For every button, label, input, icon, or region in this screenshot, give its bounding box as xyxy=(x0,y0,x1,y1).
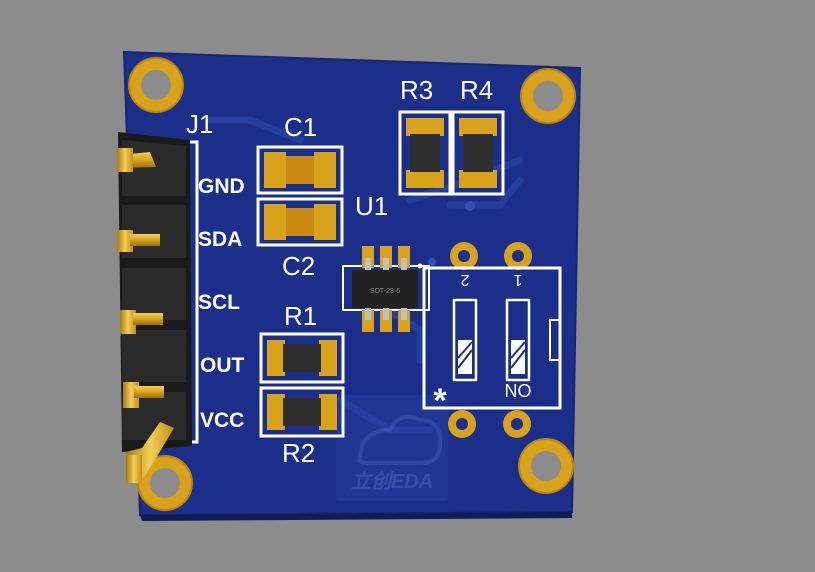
resistor-r1 xyxy=(259,332,345,384)
dip-on-label: NO xyxy=(505,381,532,401)
dip-marker: * xyxy=(433,382,447,420)
label-c1: C1 xyxy=(284,112,317,142)
label-r4: R4 xyxy=(460,75,493,105)
capacitor-c2 xyxy=(256,197,344,247)
connector-j1 xyxy=(117,132,199,483)
ic-u1: SOT-23-6 xyxy=(342,246,430,332)
resistor-r4 xyxy=(451,110,505,196)
header-pin-vcc xyxy=(126,422,174,483)
label-c2: C2 xyxy=(282,251,315,281)
pcb-board-edge xyxy=(140,512,572,521)
label-j1: J1 xyxy=(186,109,213,139)
label-r1: R1 xyxy=(284,301,317,331)
resistor-r3 xyxy=(398,110,452,196)
header-pin-sda xyxy=(117,230,160,252)
pin-label-gnd: GND xyxy=(198,175,245,198)
resistor-r2 xyxy=(259,386,345,438)
mounting-hole-top-left xyxy=(128,57,184,113)
pin-label-out: OUT xyxy=(200,354,245,377)
watermark-text: 立创EDA xyxy=(351,470,433,493)
pin-label-scl: SCL xyxy=(198,291,240,314)
dip-switch-2 xyxy=(452,298,478,382)
dip-switch-1 xyxy=(505,298,531,382)
capacitor-c1 xyxy=(256,145,344,195)
header-pin-out xyxy=(123,382,164,408)
pin-label-vcc: VCC xyxy=(200,409,244,432)
dip-switch: 2 1 NO * xyxy=(422,242,562,438)
label-r2: R2 xyxy=(282,438,315,468)
mounting-hole-bottom-left xyxy=(137,455,193,511)
ic-u1-package: SOT-23-6 xyxy=(370,288,400,295)
dip-label-1: 1 xyxy=(513,271,522,288)
mounting-hole-bottom-right xyxy=(518,438,574,494)
watermark-logo: 立创EDA xyxy=(336,395,448,501)
label-r3: R3 xyxy=(400,75,433,105)
header-pin-scl xyxy=(120,310,163,334)
mounting-hole-top-right xyxy=(520,68,576,124)
pin-label-sda: SDA xyxy=(198,228,242,251)
label-u1: U1 xyxy=(355,191,388,221)
dip-label-2: 2 xyxy=(460,271,469,288)
vias xyxy=(428,201,475,266)
header-pin-gnd xyxy=(117,148,156,172)
